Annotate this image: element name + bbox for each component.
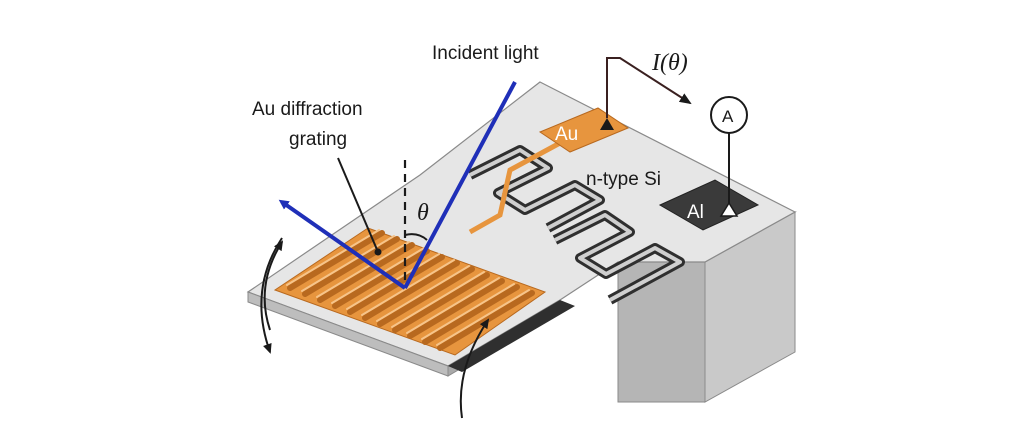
grating-leader-line <box>337 157 379 253</box>
al-pad-label: Al <box>687 202 704 223</box>
theta-label: θ <box>417 200 429 226</box>
ammeter-circuit: A <box>606 57 748 203</box>
au-diffraction-grating <box>273 227 547 356</box>
grating-label-line2: grating <box>289 129 347 150</box>
current-label: I(θ) <box>651 50 688 76</box>
gold-trace <box>468 140 562 235</box>
incident-light-label: Incident light <box>432 43 539 64</box>
diffracted-light-beam <box>278 199 407 290</box>
rotation-arrow-icon <box>459 318 490 419</box>
serpentine-spring <box>448 145 685 372</box>
theta-arc <box>404 233 428 241</box>
al-pad: Al <box>658 179 760 231</box>
ammeter-label: A <box>722 107 734 126</box>
incident-light-beam <box>403 81 517 289</box>
si-label: n-type Si <box>586 169 661 190</box>
grating-label-line1: Au diffraction <box>252 99 363 120</box>
ammeter-icon <box>710 96 748 134</box>
au-pad: Au <box>538 107 630 153</box>
au-pad-label: Au <box>555 124 578 145</box>
